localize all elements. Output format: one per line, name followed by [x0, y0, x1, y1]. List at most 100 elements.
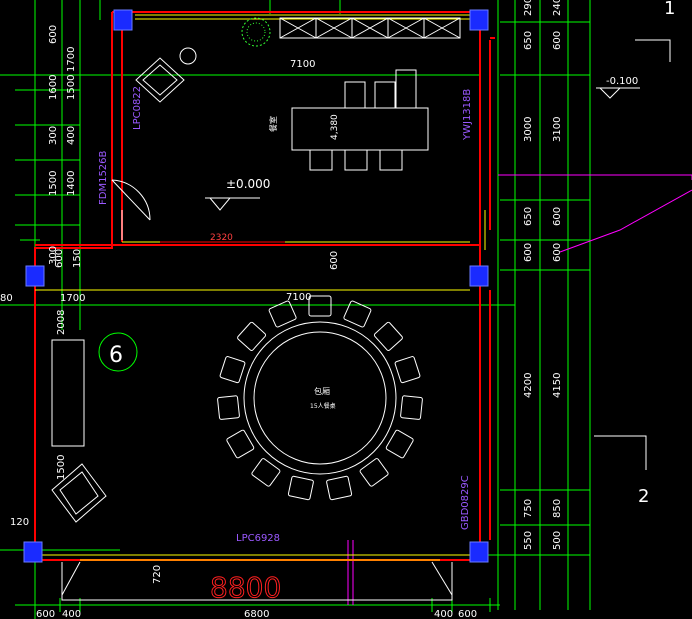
landscape-line [347, 174, 692, 605]
dimension-label: 600 [552, 243, 563, 262]
dimension-label: 650 [523, 31, 534, 50]
dim-left-600b: 600 [54, 249, 65, 268]
dimension-label: 290 [523, 0, 534, 16]
chair [326, 475, 353, 501]
chair [308, 295, 332, 317]
armchair-lower [51, 463, 107, 523]
chair [373, 321, 403, 351]
axis-marker-right [594, 39, 671, 470]
chair [226, 429, 255, 459]
left-dimension-column: 600 1700 1600 1500 300 400 1500 1400 300 [48, 25, 77, 265]
dimension-label: 1600 [48, 75, 59, 100]
dimension-label: 400 [434, 609, 453, 619]
dim-bottom-720: 720 [152, 565, 163, 584]
dimension-label: 550 [523, 531, 534, 550]
armchair-upper [135, 57, 185, 103]
chair [237, 321, 267, 351]
dim-1700: 1700 [60, 293, 85, 304]
round-table [243, 321, 397, 475]
dimension-label: 1500 [66, 75, 77, 100]
tag-fdm1526b: FDM1526B [98, 150, 109, 205]
axis-circle-6 [98, 332, 138, 372]
dimension-label: 750 [523, 499, 534, 518]
column-mid-left [25, 265, 45, 287]
chair [343, 300, 372, 328]
axis-number-2: 2 [638, 486, 649, 507]
bottom-dimension-row: 600 400 6800 400 600 [36, 609, 477, 619]
dim-80: 80 [0, 293, 13, 304]
dimension-label: 850 [552, 499, 563, 518]
dimension-label: 1700 [66, 47, 77, 72]
plant-icon [241, 17, 271, 47]
dimension-label: 600 [48, 25, 59, 44]
dining-table-upper [291, 69, 429, 171]
elev-upper: ±0.000 [226, 177, 270, 191]
dimension-label: 4150 [552, 373, 563, 398]
tag-lpc6928: LPC6928 [236, 533, 280, 544]
dim-600-mid: 600 [329, 251, 340, 270]
right-dimension-column-1: 290 650 3000 650 600 4200 750 550 [523, 0, 534, 550]
column-bottom-left [23, 541, 43, 563]
dim-left-150: 150 [72, 249, 83, 268]
dimension-label: 240 [552, 0, 563, 16]
dim-sofa-2008: 2008 [56, 310, 67, 335]
dimension-label: 650 [523, 207, 534, 226]
dimension-label: 300 [48, 246, 59, 265]
dimension-label: 600 [552, 31, 563, 50]
dimension-label: 600 [36, 609, 55, 619]
round-table-chairs [217, 295, 423, 501]
cabinet-row [279, 17, 461, 39]
dimension-label: 4200 [523, 373, 534, 398]
round-stool [179, 47, 197, 65]
dim-120: 120 [10, 517, 29, 528]
dimension-label: 600 [458, 609, 477, 619]
chair [251, 458, 281, 487]
dimension-label: 500 [552, 531, 563, 550]
room-upper-label: 餐室 [268, 116, 278, 132]
chair [385, 429, 414, 459]
dimension-label: 1500 [48, 171, 59, 196]
dimension-label: 600 [523, 243, 534, 262]
dim-chair-1500: 1500 [56, 455, 67, 480]
elev-outside: -0.100 [606, 76, 638, 87]
dimension-label: 600 [552, 207, 563, 226]
dim-7100-mid: 7100 [286, 292, 311, 303]
columns [23, 9, 489, 563]
elevation-marker [205, 87, 640, 211]
dimension-label: 1400 [66, 171, 77, 196]
chair [219, 356, 246, 384]
room-lower-note: 15人餐桌 [310, 402, 336, 410]
dimension-label: 3000 [523, 117, 534, 142]
chair [400, 395, 423, 420]
axis-number-1: 1 [664, 0, 675, 19]
bottom-sill [61, 561, 453, 601]
dimension-label: 3100 [552, 117, 563, 142]
column-mid-right [469, 265, 489, 287]
door-swing-left [111, 179, 151, 240]
tag-lpc0822: LPC0822 [132, 86, 143, 130]
dimension-label: 6800 [244, 609, 269, 619]
chair [287, 475, 314, 501]
chair [217, 395, 240, 420]
room-upper-dim: 4,380 [330, 114, 340, 140]
dimension-label: 400 [66, 126, 77, 145]
tag-gbd0829c: GBD0829C [460, 475, 471, 530]
column-bottom-right [469, 541, 489, 563]
chair [394, 356, 421, 384]
column-top-left [113, 9, 133, 31]
dim-partition-2320: 2320 [210, 233, 233, 243]
room-lower-label: 包厢 [314, 386, 330, 396]
right-dimension-column-2: 240 600 3100 600 600 4150 850 500 [552, 0, 563, 550]
sofa-left [51, 339, 85, 447]
chair [268, 300, 297, 328]
axis-circle-label: 6 [109, 343, 123, 368]
chair [359, 458, 389, 487]
dimension-label: 300 [48, 126, 59, 145]
column-top-right [469, 9, 489, 31]
tag-ywj1318b: YWJ1318B [462, 89, 473, 141]
dimension-label: 400 [62, 609, 81, 619]
axis-grid [0, 0, 591, 619]
total-width-8800: 8800 [210, 571, 281, 604]
dim-top-7100: 7100 [290, 59, 315, 70]
